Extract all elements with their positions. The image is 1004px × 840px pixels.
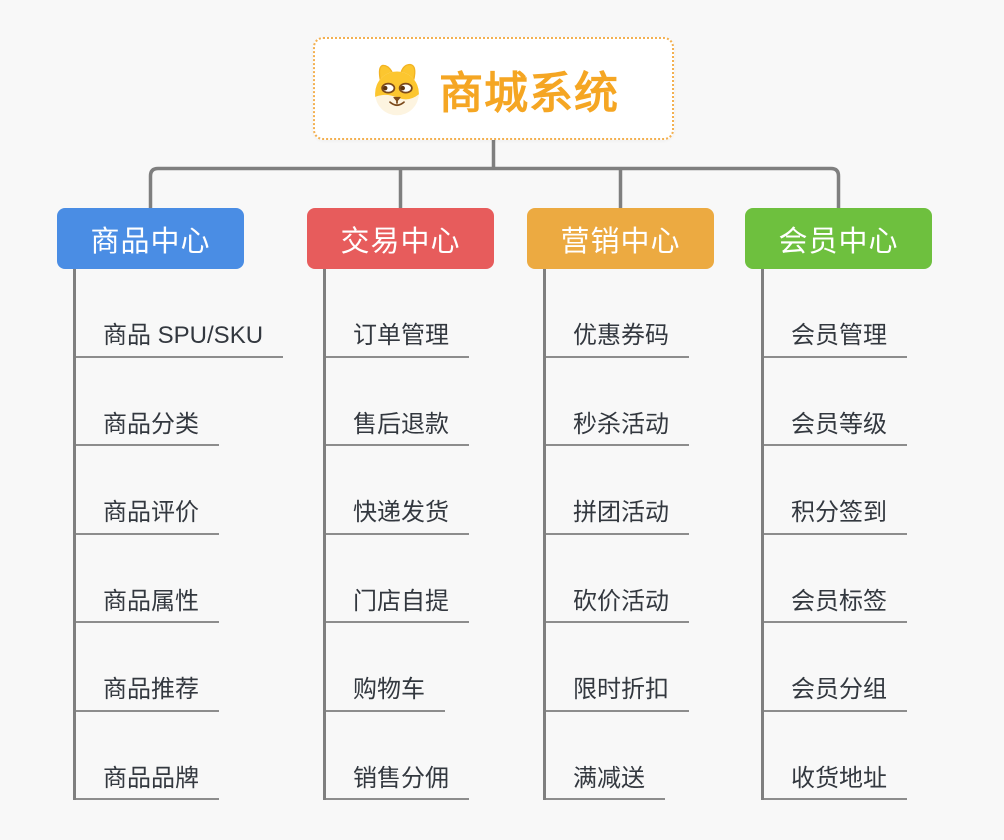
leaf-label[interactable]: 满减送 [546, 766, 665, 800]
leaf-node: 快递发货 [326, 446, 469, 535]
leaf-node: 会员等级 [764, 358, 907, 446]
leaf-label[interactable]: 会员分组 [764, 677, 907, 712]
leaf-node: 秒杀活动 [546, 358, 689, 446]
leaf-label[interactable]: 商品品牌 [76, 766, 219, 800]
leaf-label[interactable]: 购物车 [326, 677, 445, 712]
leaf-label[interactable]: 商品推荐 [76, 677, 219, 712]
root-title: 商城系统 [439, 68, 619, 118]
leaf-label[interactable]: 限时折扣 [546, 677, 689, 712]
branch-node-products[interactable]: 商品中心 [57, 208, 244, 269]
leaf-label[interactable]: 商品评价 [76, 500, 219, 535]
leaf-label[interactable]: 快递发货 [326, 500, 469, 535]
branch-node-marketing[interactable]: 营销中心 [527, 208, 714, 269]
leaf-label[interactable]: 订单管理 [326, 323, 469, 358]
leaf-node: 商品 SPU/SKU [76, 269, 284, 358]
leaf-label[interactable]: 会员标签 [764, 589, 907, 623]
leaf-label[interactable]: 门店自提 [326, 589, 469, 623]
leaf-list-marketing: 优惠券码 秒杀活动 拼团活动 砍价活动 限时折扣 满减送 [543, 269, 689, 800]
leaf-label[interactable]: 优惠券码 [546, 323, 689, 358]
leaf-node: 拼团活动 [546, 446, 689, 535]
leaf-node: 销售分佣 [326, 712, 469, 800]
leaf-node: 收货地址 [764, 712, 907, 800]
leaf-label[interactable]: 商品属性 [76, 589, 219, 623]
leaf-list-members: 会员管理 会员等级 积分签到 会员标签 会员分组 收货地址 [761, 269, 907, 800]
leaf-node: 会员分组 [764, 623, 907, 712]
branch-label: 会员中心 [778, 225, 899, 258]
leaf-label[interactable]: 秒杀活动 [546, 412, 689, 446]
root-node[interactable]: 商城系统 [313, 37, 674, 140]
leaf-label[interactable]: 收货地址 [764, 766, 907, 800]
leaf-node: 满减送 [546, 712, 689, 800]
branch-node-members[interactable]: 会员中心 [745, 208, 932, 269]
leaf-node: 商品推荐 [76, 623, 283, 712]
leaf-node: 积分签到 [764, 446, 907, 535]
leaf-label[interactable]: 积分签到 [764, 500, 907, 535]
dog-face-icon [375, 63, 419, 115]
leaf-node: 限时折扣 [546, 623, 689, 712]
leaf-node: 商品评价 [76, 446, 283, 535]
leaf-node: 优惠券码 [546, 269, 689, 358]
leaf-node: 购物车 [326, 623, 469, 712]
leaf-label[interactable]: 商品分类 [76, 412, 219, 446]
branch-label: 交易中心 [340, 225, 461, 258]
leaf-list-products: 商品 SPU/SKU 商品分类 商品评价 商品属性 商品推荐 商品品牌 [73, 269, 284, 800]
leaf-node: 会员标签 [764, 535, 907, 623]
leaf-label[interactable]: 售后退款 [326, 412, 469, 446]
leaf-node: 商品品牌 [76, 712, 283, 800]
leaf-node: 会员管理 [764, 269, 907, 358]
branch-label: 商品中心 [90, 225, 211, 258]
leaf-label[interactable]: 商品 SPU/SKU [76, 323, 284, 358]
leaf-list-trade: 订单管理 售后退款 快递发货 门店自提 购物车 销售分佣 [323, 269, 469, 800]
leaf-node: 商品分类 [76, 358, 283, 446]
leaf-label[interactable]: 会员等级 [764, 412, 907, 446]
leaf-node: 售后退款 [326, 358, 469, 446]
leaf-node: 砍价活动 [546, 535, 689, 623]
branch-node-trade[interactable]: 交易中心 [307, 208, 494, 269]
leaf-node: 订单管理 [326, 269, 469, 358]
leaf-label[interactable]: 砍价活动 [546, 589, 689, 623]
leaf-label[interactable]: 会员管理 [764, 323, 907, 358]
leaf-node: 门店自提 [326, 535, 469, 623]
leaf-node: 商品属性 [76, 535, 283, 623]
leaf-label[interactable]: 拼团活动 [546, 500, 689, 535]
leaf-label[interactable]: 销售分佣 [326, 766, 469, 800]
branch-label: 营销中心 [560, 225, 681, 258]
